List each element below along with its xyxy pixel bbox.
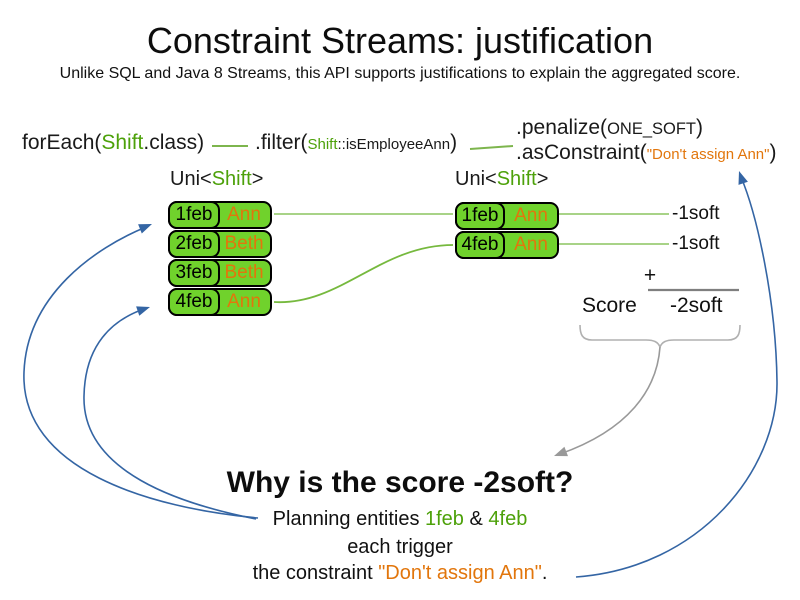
shift-row-2feb: 2feb Beth (168, 230, 272, 258)
shift-row-3feb: 3feb Beth (168, 259, 272, 287)
why-heading: Why is the score -2soft? (226, 466, 574, 499)
shift-date: 4feb (455, 231, 505, 259)
why-entity-1feb: 1feb (425, 508, 464, 530)
shift-employee: Ann (227, 204, 261, 225)
sum-brace (579, 324, 741, 348)
shift-date: 1feb (455, 202, 505, 230)
filter-post: ) (450, 131, 458, 154)
why-line-3: the constraint "Don't assign Ann". (252, 562, 548, 584)
asconstraint-arg: "Don't assign Ann" (646, 146, 770, 163)
shift-date: 2feb (168, 230, 220, 258)
why-line-2: each trigger (347, 536, 453, 558)
justification-arrow-constraint (575, 176, 778, 578)
plus-sign: + (643, 264, 657, 287)
code-filter: .filter(Shift::isEmployeeAnn) (255, 131, 457, 155)
penalize-arg: ONE_SOFT (607, 120, 696, 138)
shift-date: 3feb (168, 259, 220, 287)
code-foreach: forEach(Shift.class) (22, 131, 204, 155)
left-collection: 1feb Ann 2feb Beth 3feb Beth 4feb Ann (168, 201, 272, 317)
code-asconstraint: .asConstraint("Don't assign Ann") (516, 141, 776, 165)
code-penalize: .penalize(ONE_SOFT) (516, 116, 703, 140)
shift-employee: Ann (227, 291, 261, 312)
shift-row-1feb: 1feb Ann (168, 201, 272, 229)
filter-pre: .filter( (255, 131, 308, 154)
penalize-post: ) (696, 116, 703, 139)
shift-date: 1feb (168, 201, 220, 229)
justification-arrowhead-constraint-icon (738, 171, 748, 185)
shift-row-4feb: 4feb Ann (168, 288, 272, 316)
justification-arrow-1feb (23, 226, 259, 519)
shift-employee: Beth (224, 233, 264, 254)
penalty-1: -1soft (672, 203, 720, 224)
filtered-collection: 1feb Ann 4feb Ann (455, 202, 559, 260)
foreach-pre: forEach( (22, 131, 102, 154)
asconstraint-post: ) (769, 141, 777, 164)
shift-date: 4feb (168, 288, 220, 316)
asconstraint-pre: .asConstraint( (516, 141, 647, 164)
score-total: -2soft (670, 294, 723, 317)
why-entity-4feb: 4feb (488, 508, 528, 530)
connector-filter-penalize (469, 145, 514, 150)
uni-type-left: Uni<Shift> (170, 168, 264, 190)
score-explainer-arrow (559, 346, 661, 455)
justification-arrowhead-4feb-icon (136, 306, 150, 316)
subtitle: Unlike SQL and Java 8 Streams, this API … (59, 65, 741, 82)
why-constraint-name: "Don't assign Ann" (378, 562, 542, 584)
shift-employee: Ann (514, 205, 548, 226)
uni-type-right: Uni<Shift> (455, 168, 549, 190)
score-label: Score (582, 294, 637, 317)
connector-4feb (273, 244, 454, 303)
justification-arrow-4feb (83, 308, 257, 520)
shift-employee: Ann (514, 234, 548, 255)
filter-arg-rest: ::isEmployeeAnn (337, 136, 451, 153)
score-explainer-arrowhead-icon (554, 446, 568, 457)
justification-arrowhead-1feb-icon (138, 224, 152, 234)
foreach-post: .class) (143, 131, 205, 154)
penalty-2: -1soft (672, 233, 720, 254)
filtered-row-4feb: 4feb Ann (455, 231, 559, 259)
filter-arg-class: Shift (307, 136, 338, 153)
why-line-1: Planning entities 1feb & 4feb (272, 508, 528, 530)
shift-employee: Beth (224, 262, 264, 283)
penalize-pre: .penalize( (516, 116, 608, 139)
filtered-row-1feb: 1feb Ann (455, 202, 559, 230)
foreach-class: Shift (101, 131, 144, 154)
page-title: Constraint Streams: justification (146, 20, 654, 61)
